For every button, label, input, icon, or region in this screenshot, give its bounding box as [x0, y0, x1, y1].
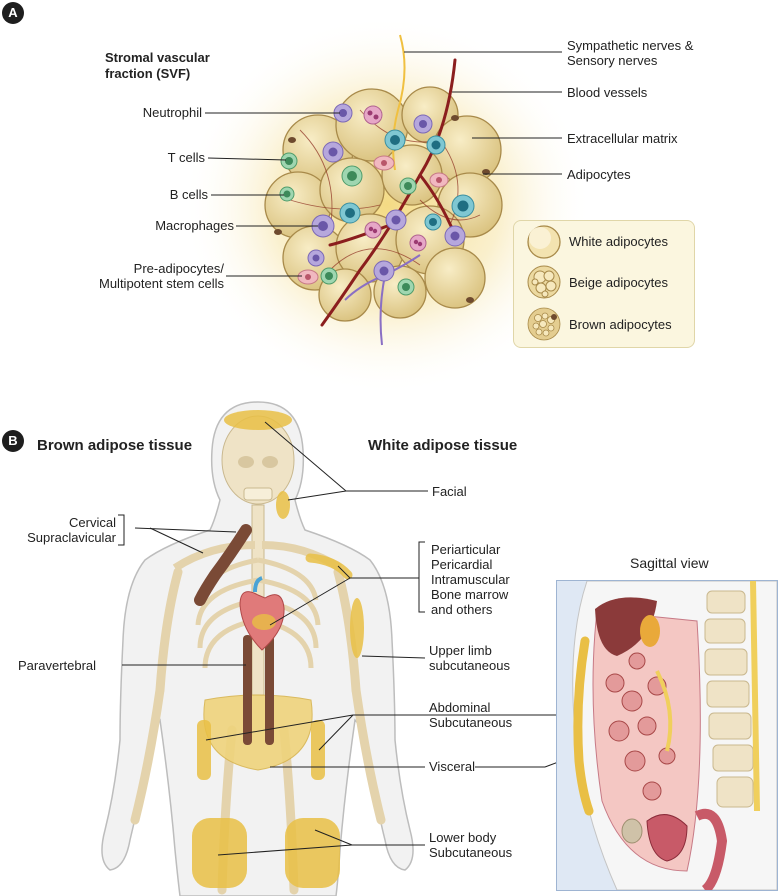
label-upper-limb-line1: Upper limb	[429, 643, 492, 658]
legend-beige-label: Beige adipocytes	[569, 275, 669, 290]
label-preadipocytes-line1: Pre-adipocytes/	[133, 261, 224, 276]
legend-brown-label: Brown adipocytes	[569, 317, 672, 332]
label-abdominal-line2: Subcutaneous	[429, 715, 513, 730]
cervical-brown-fat	[194, 524, 252, 606]
abdominal-fat-left	[197, 720, 211, 780]
label-cervical-line1: Cervical	[69, 515, 116, 530]
label-blood-vessels: Blood vessels	[567, 85, 648, 100]
sagittal-view-title: Sagittal view	[630, 555, 709, 571]
label-intramuscular: Intramuscular	[431, 572, 510, 587]
svf-cells	[279, 103, 475, 296]
label-periarticular: Periarticular	[431, 542, 501, 557]
panel-b-badge: B	[2, 430, 24, 452]
label-lower-body-line2: Subcutaneous	[429, 845, 513, 860]
label-visceral: Visceral	[429, 759, 476, 774]
label-t-cells: T cells	[167, 150, 205, 165]
body-illustration	[101, 401, 666, 896]
label-pericardial: Pericardial	[431, 557, 493, 572]
label-and-others: and others	[431, 602, 493, 617]
brown-adipose-title: Brown adipose tissue	[37, 437, 193, 454]
label-bone-marrow: Bone marrow	[431, 587, 509, 602]
facial-fat-head	[224, 410, 292, 430]
label-b-cells: B cells	[169, 187, 208, 202]
label-macrophages: Macrophages	[155, 218, 234, 233]
svf-illustration	[182, 15, 592, 395]
abdominal-fat-right	[311, 720, 325, 780]
label-lower-body-line1: Lower body	[429, 830, 497, 845]
label-adipocytes: Adipocytes	[567, 167, 631, 182]
adipocyte-legend: White adipocytes Beige adipocytes Brown …	[513, 220, 695, 348]
brown-adipocyte-icon	[527, 307, 561, 341]
label-nerves-line2: Sensory nerves	[567, 53, 658, 68]
upper-limb-fat	[350, 598, 364, 658]
white-adipocyte-icon	[527, 225, 561, 259]
label-facial: Facial	[432, 484, 467, 499]
label-upper-limb-line2: subcutaneous	[429, 658, 510, 673]
heart-icon	[239, 576, 285, 651]
label-paravertebral: Paravertebral	[18, 658, 97, 673]
lower-body-fat-right	[285, 818, 340, 888]
label-abdominal-line1: Abdominal	[429, 700, 491, 715]
sagittal-view-panel	[556, 580, 778, 891]
panel-a-badge: A	[2, 2, 24, 24]
paravertebral-fat-right	[265, 635, 274, 745]
label-nerves-line1: Sympathetic nerves &	[567, 38, 694, 53]
shoulder-fat	[305, 553, 353, 580]
lower-body-fat-left	[192, 818, 247, 888]
label-preadipocytes-line2: Multipotent stem cells	[99, 276, 224, 291]
white-adipose-title: White adipose tissue	[368, 437, 518, 454]
label-neutrophil: Neutrophil	[142, 105, 202, 120]
facial-fat-cheek	[276, 491, 290, 519]
label-ecm: Extracellular matrix	[567, 131, 678, 146]
legend-white-label: White adipocytes	[569, 234, 668, 249]
paravertebral-fat-left	[243, 635, 252, 745]
svf-title-line2: fraction (SVF)	[105, 66, 191, 81]
label-cervical-line2: Supraclavicular	[27, 530, 116, 545]
beige-adipocyte-icon	[527, 265, 561, 299]
svf-glow	[182, 15, 592, 395]
svf-title-line1: Stromal vascular	[105, 50, 210, 65]
